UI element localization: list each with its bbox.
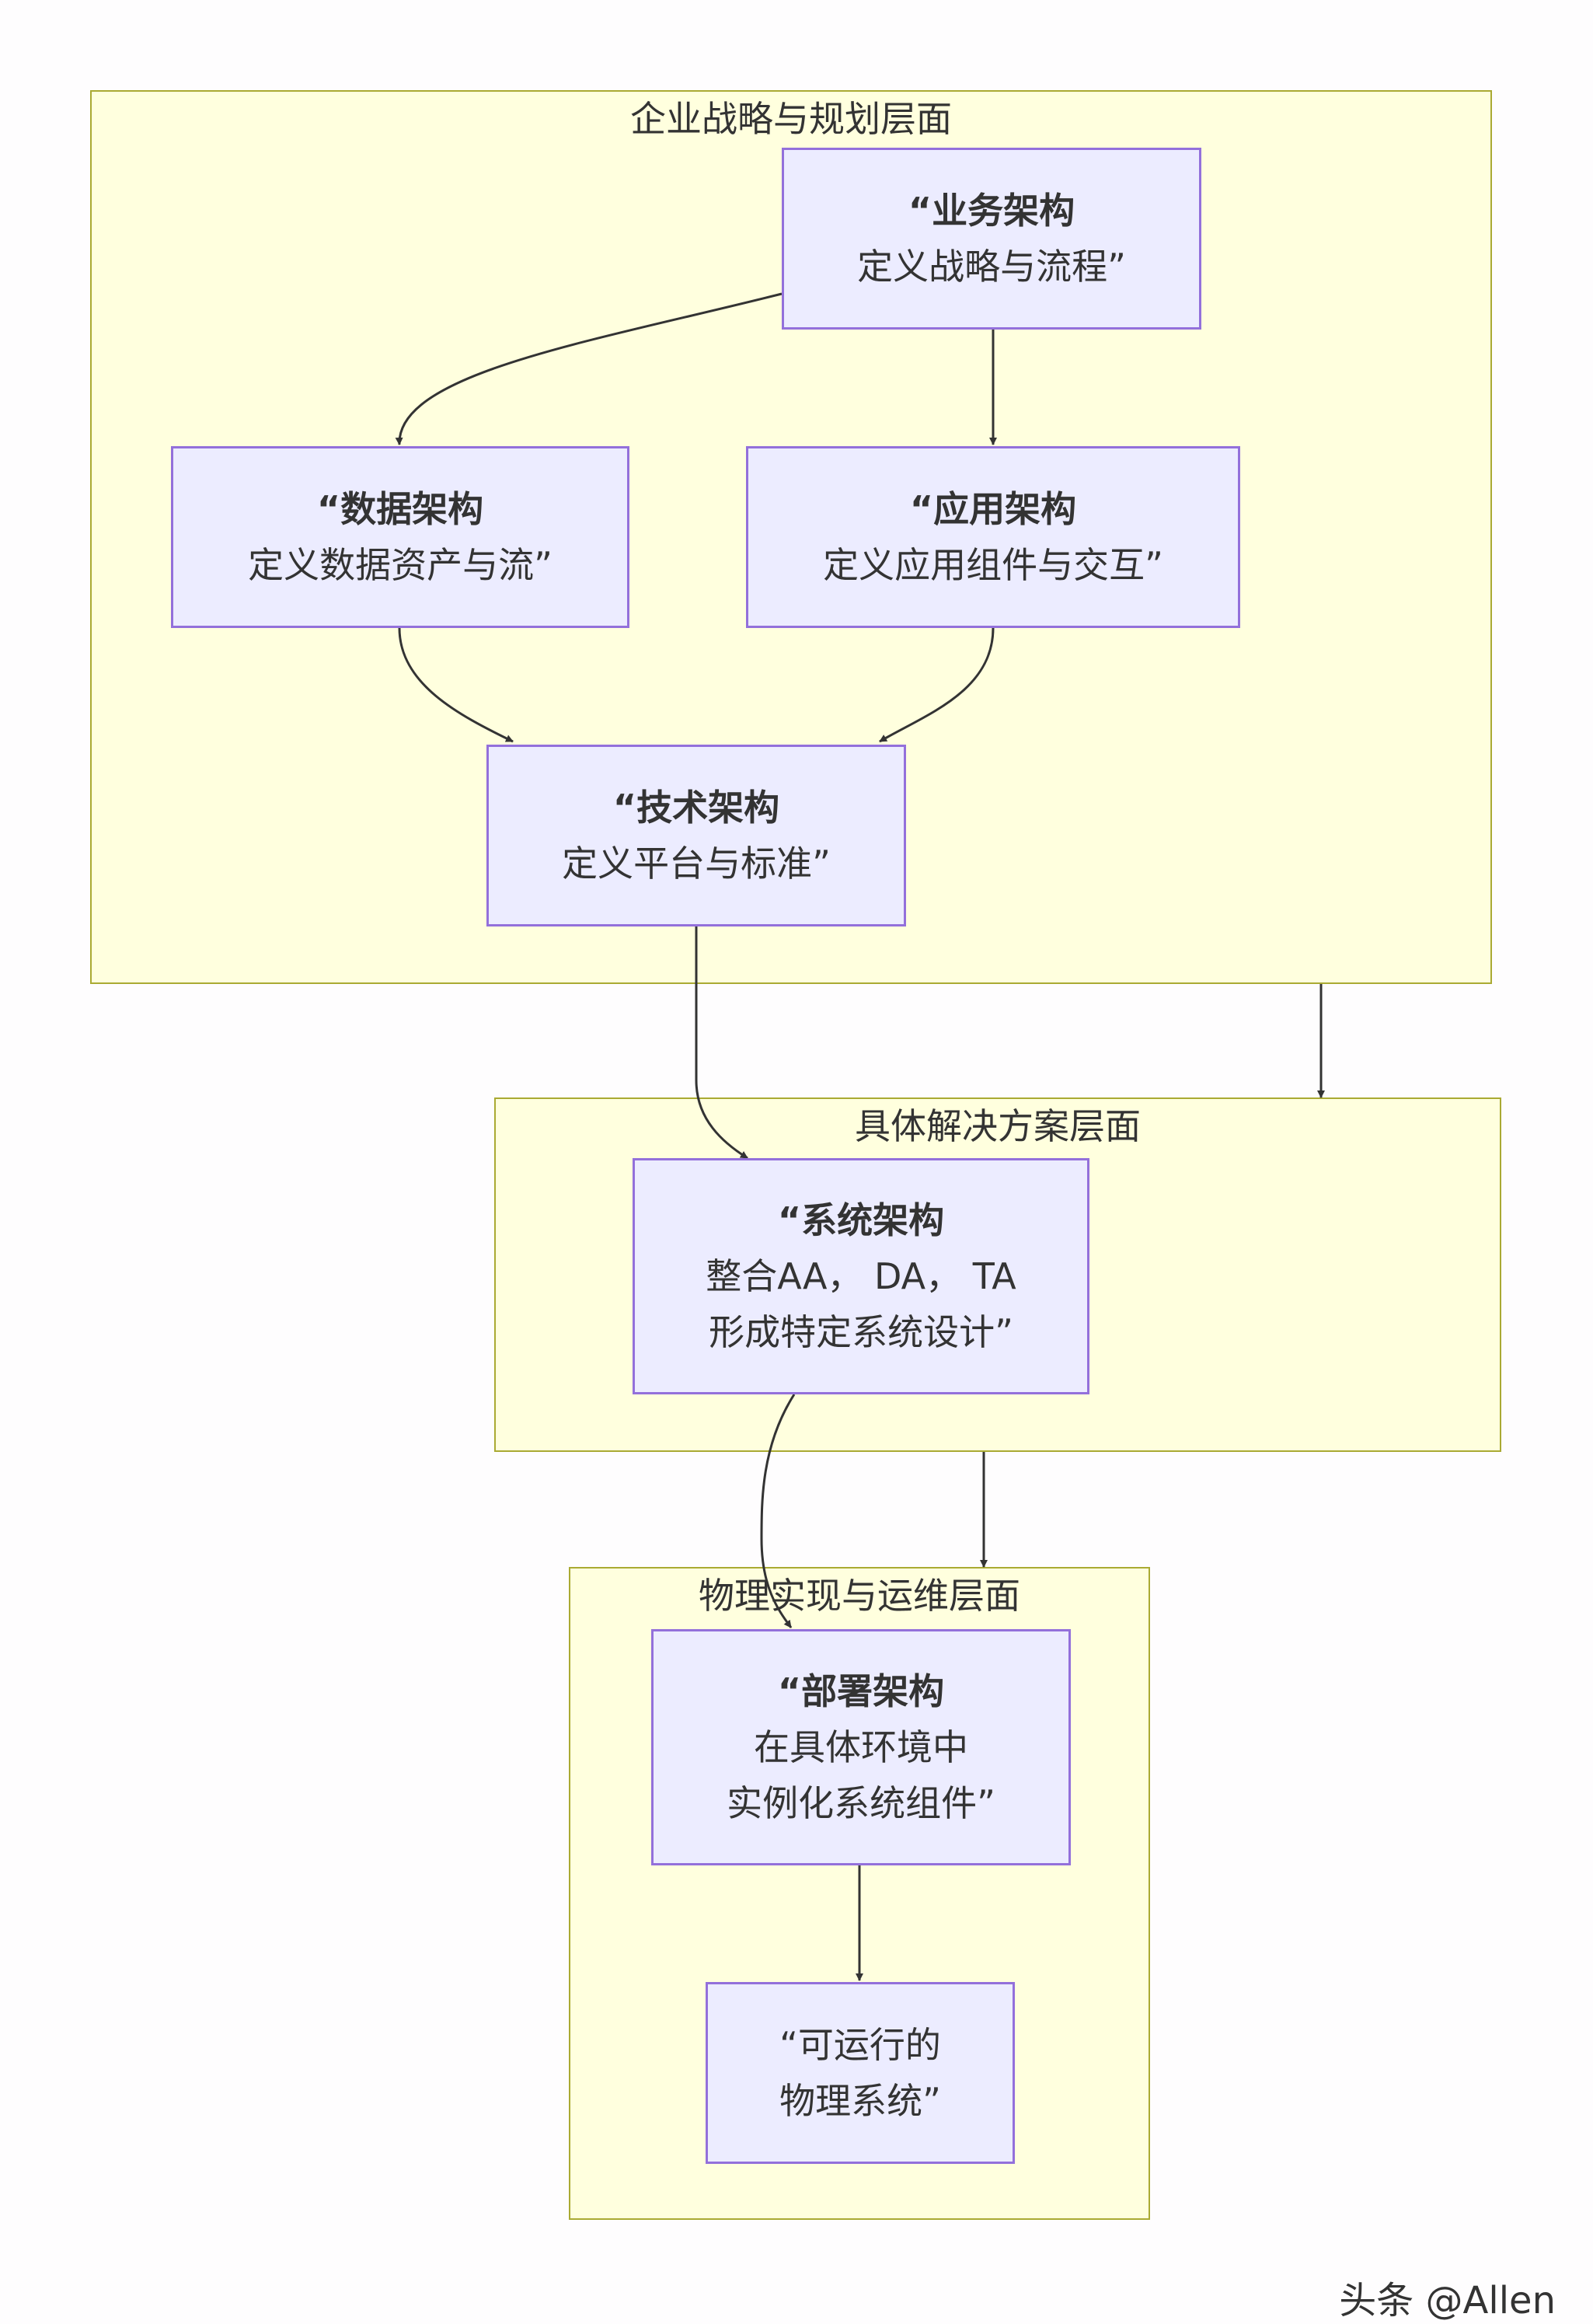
node-text: 定义数据资产与流” (248, 544, 552, 586)
node-technology-architecture: “技术架构 定义平台与标准” (486, 745, 906, 926)
node-system-architecture: “系统架构 整合AA， DA， TA 形成特定系统设计” (633, 1158, 1089, 1394)
node-runnable-physical-system: “可运行的 物理系统” (706, 1982, 1015, 2164)
edge-system-to-deployment (760, 1394, 796, 1628)
edge-application-to-technology (879, 627, 995, 743)
node-application-architecture: “应用架构 定义应用组件与交互” (746, 446, 1240, 628)
node-text: 定义平台与标准” (562, 843, 831, 885)
node-text: 实例化系统组件” (727, 1782, 995, 1824)
node-title: “应用架构 (909, 488, 1077, 530)
node-text: 形成特定系统设计” (709, 1311, 1013, 1353)
node-text: 在具体环境中 (754, 1726, 968, 1768)
node-text: 整合AA， DA， TA (706, 1255, 1016, 1297)
node-text: “可运行的 (779, 2024, 941, 2066)
node-text: 物理系统” (779, 2080, 941, 2122)
node-title: “数据架构 (316, 488, 484, 530)
cluster-title: 物理实现与运维层面 (699, 1575, 1020, 1617)
edge-technology-to-system (695, 926, 748, 1160)
node-title: “系统架构 (777, 1199, 945, 1241)
node-title: “技术架构 (612, 787, 780, 829)
edge-data-to-technology (398, 627, 514, 743)
edge-business-to-data (395, 292, 783, 445)
cluster-title: 具体解决方案层面 (855, 1105, 1141, 1147)
node-text: 定义战略与流程” (857, 246, 1126, 288)
watermark-text: 头条 @Allen (1339, 2279, 1556, 2322)
node-text: 定义应用组件与交互” (823, 544, 1163, 586)
cluster-title: 企业战略与规划层面 (630, 98, 952, 140)
node-data-architecture: “数据架构 定义数据资产与流” (171, 446, 629, 628)
node-title: “部署架构 (777, 1670, 945, 1712)
node-business-architecture: “业务架构 定义战略与流程” (782, 148, 1201, 330)
node-title: “业务架构 (908, 190, 1075, 232)
node-deployment-architecture: “部署架构 在具体环境中 实例化系统组件” (651, 1629, 1071, 1865)
